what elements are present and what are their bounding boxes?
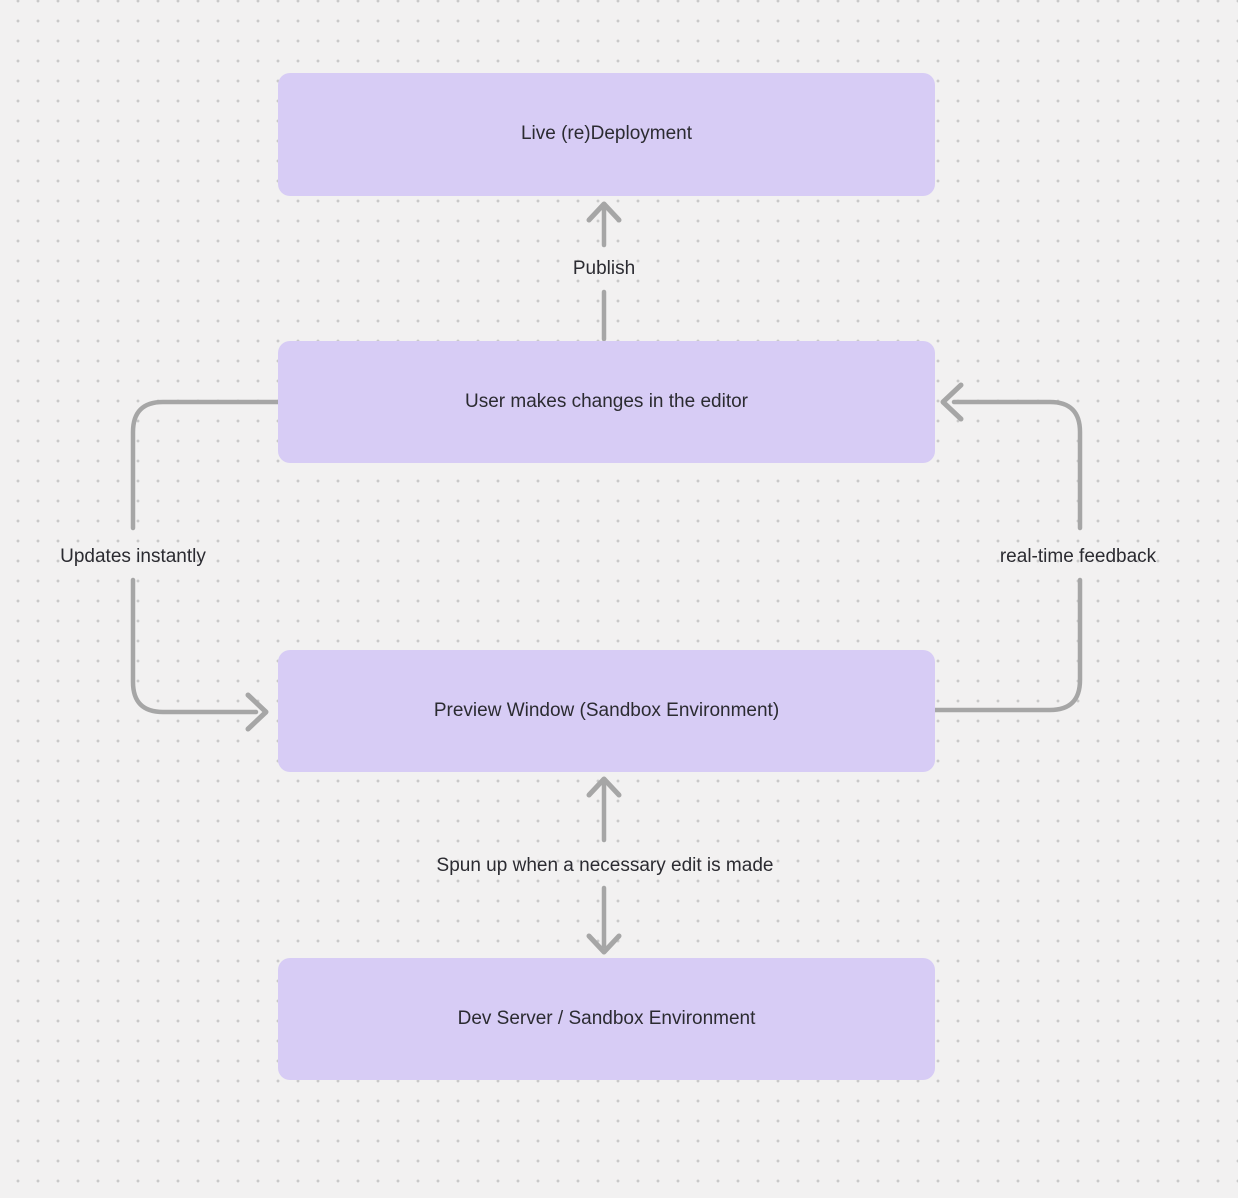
node-live-redeployment[interactable]: Live (re)Deployment (278, 73, 935, 196)
edge-label-updates-instantly: Updates instantly (60, 546, 206, 567)
edge-label-spun-up: Spun up when a necessary edit is made (436, 855, 774, 876)
edge-label-realtime-feedback: real-time feedback (999, 546, 1157, 567)
node-live-redeployment-label: Live (re)Deployment (520, 123, 693, 145)
node-dev-server-label: Dev Server / Sandbox Environment (457, 1007, 756, 1029)
node-preview-window-label: Preview Window (Sandbox Environment) (433, 699, 780, 721)
node-user-editor[interactable]: User makes changes in the editor (278, 341, 935, 463)
node-preview-window[interactable]: Preview Window (Sandbox Environment) (278, 650, 935, 772)
node-dev-server[interactable]: Dev Server / Sandbox Environment (278, 958, 935, 1080)
node-user-editor-label: User makes changes in the editor (464, 390, 749, 412)
edge-label-publish: Publish (572, 258, 636, 279)
